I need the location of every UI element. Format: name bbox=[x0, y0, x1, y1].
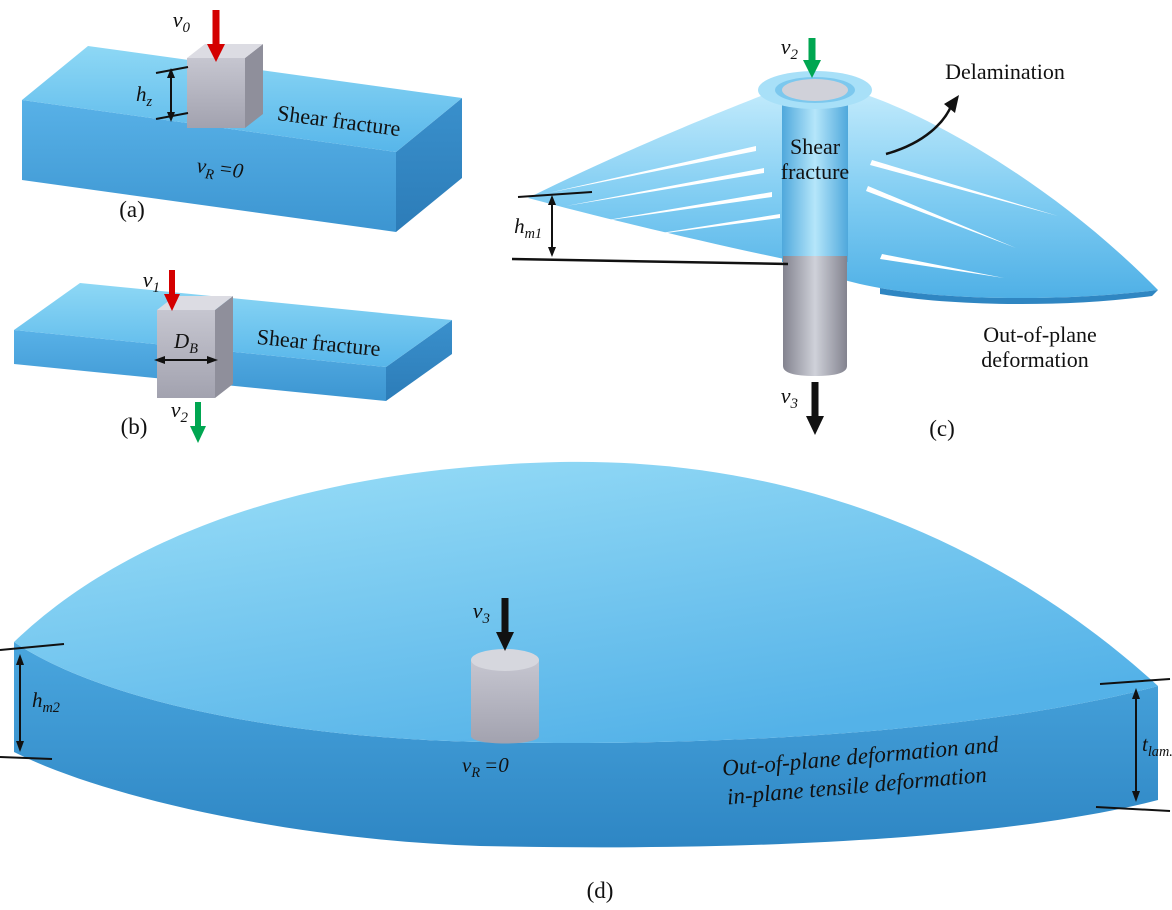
v2-c-label: v2 bbox=[781, 34, 799, 63]
panel-c: v2 Delamination Shear fracture hm1 v3 Ou… bbox=[511, 34, 1158, 441]
matrix-crack-7 bbox=[880, 254, 1004, 278]
tlam-measure bbox=[1095, 678, 1171, 812]
projectile-b-front bbox=[157, 310, 215, 398]
arrow-v3-d bbox=[496, 598, 514, 651]
matrix-crack-2 bbox=[566, 168, 764, 206]
matrix-crack-1 bbox=[548, 146, 756, 193]
hm2-label: hm2 bbox=[32, 688, 60, 716]
projectile-b-side bbox=[215, 296, 233, 398]
arrow-v2-b bbox=[190, 402, 206, 443]
projectile-a-side bbox=[245, 44, 263, 128]
hm1-measure bbox=[511, 191, 789, 266]
matrix-crack-6 bbox=[866, 186, 1016, 248]
plate-d-front-face bbox=[14, 642, 1158, 848]
out-of-plane-c-line2: deformation bbox=[981, 347, 1089, 372]
arrow-v3-c bbox=[806, 382, 824, 435]
caption-a: (a) bbox=[119, 197, 145, 222]
shear-fracture-c-line1: Shear bbox=[790, 134, 841, 159]
shear-fracture-c-line2: fracture bbox=[781, 159, 849, 184]
hm2-measure bbox=[0, 643, 65, 760]
panel-b: v1 DB Shear fracture v2 (b) bbox=[14, 267, 452, 443]
slab-a-front-face bbox=[22, 100, 396, 232]
projectile-d-body bbox=[471, 660, 539, 744]
caption-b: (b) bbox=[121, 414, 148, 439]
tlam-label: tlam. bbox=[1142, 732, 1172, 760]
arrow-v0 bbox=[207, 10, 225, 62]
arrow-v2-c bbox=[803, 38, 821, 78]
vr-zero-d-label: vR=0 bbox=[462, 753, 509, 781]
hz-label: hz bbox=[136, 82, 153, 110]
hm1-label: hm1 bbox=[514, 214, 542, 242]
projectile-d-top bbox=[471, 649, 539, 671]
db-measure bbox=[154, 356, 218, 364]
slab-b-right-face bbox=[386, 320, 452, 401]
delamination-arrow bbox=[885, 95, 959, 156]
matrix-crack-4 bbox=[636, 214, 780, 237]
v2-b-label: v2 bbox=[171, 397, 189, 426]
arrow-v1 bbox=[164, 270, 180, 311]
delamination-label: Delamination bbox=[945, 59, 1065, 84]
plate-c-underside-edge bbox=[880, 288, 1158, 305]
vr-zero-a-label: vR=0 bbox=[195, 153, 245, 187]
panel-a: v0 hz Shear fracture vR=0 (a) bbox=[22, 7, 462, 232]
plate-d-top-face bbox=[14, 461, 1158, 743]
v0-label: v0 bbox=[173, 7, 191, 36]
v3-c-label: v3 bbox=[781, 383, 798, 412]
projectile-a-top bbox=[187, 44, 263, 58]
shear-plug-tube bbox=[782, 88, 848, 262]
matrix-crack-5 bbox=[870, 160, 1058, 216]
db-label: DB bbox=[173, 329, 198, 357]
cylinder-c-lower bbox=[783, 256, 847, 376]
matrix-crack-3 bbox=[596, 192, 772, 222]
caption-c: (c) bbox=[929, 416, 955, 441]
projectile-a-front bbox=[187, 58, 245, 128]
slab-a-right-face bbox=[396, 98, 462, 232]
cylinder-c-top bbox=[782, 79, 848, 101]
out-of-plane-c-line1: Out-of-plane bbox=[983, 322, 1097, 347]
v1-label: v1 bbox=[143, 267, 160, 296]
hz-measure bbox=[155, 66, 189, 122]
v3-d-label: v3 bbox=[473, 598, 490, 627]
panel-d: v3 hm2 tlam. vR=0 Out-of-plane deformati… bbox=[0, 461, 1172, 903]
caption-d: (d) bbox=[587, 878, 614, 903]
